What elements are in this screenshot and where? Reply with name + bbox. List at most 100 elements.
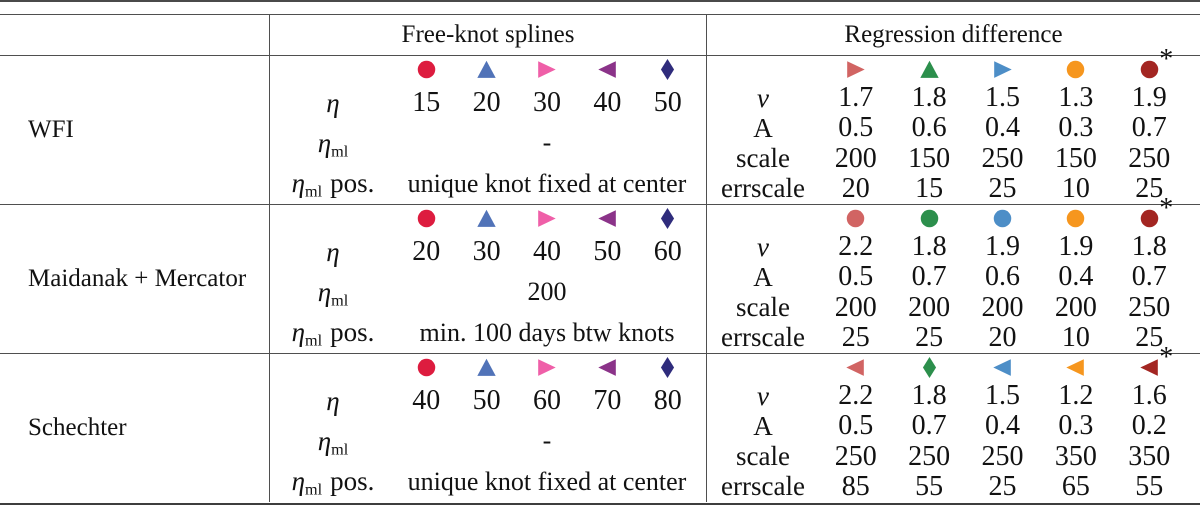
- A-value: 0.3: [1058, 112, 1094, 144]
- regdiff-marker-icon: *: [1139, 195, 1173, 232]
- scale-value: 150: [1054, 142, 1097, 174]
- header-regression-difference: Regression difference: [707, 15, 1200, 55]
- eta-value: 60: [532, 385, 561, 417]
- eta-value: 50: [472, 385, 501, 417]
- errscale-value: 55: [915, 470, 944, 502]
- errscale-row-label: errscale: [721, 173, 805, 204]
- errscale-row-label: errscale: [721, 471, 805, 502]
- ml-subscript: ml: [305, 480, 323, 499]
- scale-row-label: scale: [736, 143, 790, 174]
- regdiff-marker-icon: [992, 354, 1013, 381]
- nu-value: 1.5: [984, 82, 1020, 114]
- regdiff-marker-icon: [1065, 56, 1086, 83]
- eta-symbol: η: [317, 425, 332, 456]
- regression-difference-cell: * ν 2.2 1.8 1.9 1.9 1.8 A 0.5 0.7 0.6 0.…: [707, 195, 1200, 353]
- eta-value: 50: [593, 236, 622, 268]
- nu-row-label: ν: [757, 380, 769, 411]
- eta-value: 30: [472, 236, 501, 268]
- A-value: 0.5: [838, 112, 874, 144]
- scale-row-label: scale: [736, 441, 790, 472]
- star-marker: *: [1159, 193, 1174, 224]
- scale-value: 150: [908, 142, 951, 174]
- dataset-label-cell: WFI: [0, 56, 270, 204]
- ml-subscript: ml: [305, 182, 323, 201]
- A-value: 0.4: [984, 410, 1020, 442]
- eta-value: 20: [472, 87, 501, 119]
- eta-ml-value: -: [542, 426, 552, 456]
- errscale-value: 10: [1061, 321, 1090, 353]
- regdiff-marker-icon: *: [1139, 46, 1173, 83]
- A-value: 0.3: [1058, 410, 1094, 442]
- A-value: 0.6: [984, 261, 1020, 293]
- eta-ml-row-label: ηml: [317, 425, 349, 457]
- ml-subscript: ml: [305, 331, 323, 350]
- errscale-value: 85: [841, 470, 870, 502]
- spline-marker-icon: [597, 205, 618, 232]
- A-row-label: A: [753, 112, 773, 143]
- A-value: 0.2: [1131, 410, 1167, 442]
- nu-value: 1.8: [911, 380, 947, 412]
- nu-value: 2.2: [838, 231, 874, 263]
- scale-value: 250: [908, 440, 951, 472]
- errscale-value: 55: [1135, 470, 1164, 502]
- table-top-rule: [0, 0, 1200, 15]
- spline-marker-icon: [476, 354, 497, 381]
- nu-row-label: ν: [757, 84, 769, 112]
- errscale-value: 25: [915, 321, 944, 353]
- A-value: 0.5: [838, 410, 874, 442]
- scale-value: 200: [1054, 291, 1097, 323]
- eta-ml-pos-value: min. 100 days btw knots: [419, 317, 675, 347]
- regdiff-marker-icon: [919, 354, 940, 381]
- A-row-label: A: [753, 410, 773, 441]
- spline-marker-icon: [416, 56, 437, 83]
- A-value: 0.7: [911, 410, 947, 442]
- scale-row-label: scale: [736, 292, 790, 323]
- errscale-value: 25: [1135, 172, 1164, 204]
- nu-value: 2.2: [838, 380, 874, 412]
- scale-value: 200: [834, 291, 877, 323]
- regdiff-marker-icon: [992, 56, 1013, 83]
- spline-marker-icon: [536, 56, 557, 83]
- dataset-name: Schechter: [28, 414, 127, 441]
- eta-symbol: η: [326, 87, 340, 118]
- errscale-value: 25: [988, 470, 1017, 502]
- nu-row-label: ν: [757, 233, 769, 261]
- eta-value: 60: [653, 236, 682, 268]
- header-free-knot-splines: Free-knot splines: [270, 15, 707, 55]
- A-value: 0.6: [911, 112, 947, 144]
- scale-value: 200: [981, 291, 1024, 323]
- errscale-value: 25: [841, 321, 870, 353]
- nu-value: 1.6: [1131, 380, 1167, 412]
- eta-value: 40: [412, 385, 441, 417]
- A-value: 0.4: [1058, 261, 1094, 293]
- nu-value: 1.3: [1058, 82, 1094, 114]
- regdiff-marker-icon: [919, 56, 940, 83]
- spline-marker-icon: [657, 205, 678, 232]
- spline-marker-icon: [657, 56, 678, 83]
- A-value: 0.5: [838, 261, 874, 293]
- spline-marker-icon: [597, 354, 618, 381]
- scale-value: 250: [981, 440, 1024, 472]
- dataset-label-cell: Maidanak + Mercator: [0, 205, 270, 353]
- spline-marker-icon: [476, 205, 497, 232]
- nu-value: 1.9: [1058, 231, 1094, 263]
- errscale-value: 20: [988, 321, 1017, 353]
- star-marker: *: [1159, 342, 1174, 373]
- pos-suffix: pos.: [330, 317, 375, 348]
- eta-row-label: η: [326, 236, 340, 267]
- ml-subscript: ml: [331, 142, 349, 161]
- free-knot-splines-title: Free-knot splines: [401, 21, 575, 48]
- errscale-value: 25: [1135, 321, 1164, 353]
- eta-value: 20: [412, 236, 441, 268]
- eta-ml-pos-value: unique knot fixed at center: [407, 168, 687, 198]
- eta-value: 15: [412, 87, 441, 119]
- nu-symbol: ν: [757, 380, 769, 411]
- scale-value: 350: [1128, 440, 1171, 472]
- eta-symbol: η: [326, 236, 340, 267]
- eta-value: 40: [532, 236, 561, 268]
